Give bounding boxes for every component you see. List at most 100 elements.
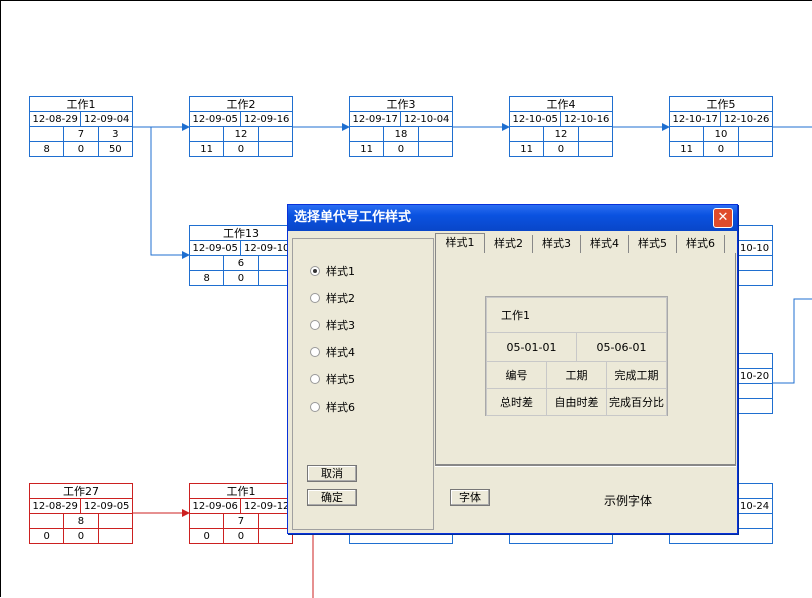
node-end: 12-09-16 — [240, 111, 293, 127]
radio-icon — [310, 347, 320, 357]
node-total-float: 11 — [188, 141, 225, 157]
node-percent — [257, 141, 294, 157]
node-cell — [348, 126, 385, 142]
radio-icon — [310, 320, 320, 330]
dialog-titlebar[interactable]: 选择单代号工作样式 ✕ — [288, 205, 737, 231]
node-cell — [97, 513, 134, 529]
node-free-float: 0 — [63, 141, 99, 157]
close-icon: ✕ — [717, 210, 729, 225]
radio-label: 样式2 — [326, 292, 355, 305]
node-cell — [257, 126, 294, 142]
tab-style-2[interactable]: 样式2 — [485, 235, 533, 253]
node-duration: 12 — [543, 126, 579, 142]
node-free-float: 0 — [703, 141, 739, 157]
preview-f1: 总时差 — [486, 388, 547, 416]
style-radio-panel: 样式1 样式2 样式3 样式4 样式5 样式6 取消 确定 — [292, 238, 434, 530]
tab-style-3[interactable]: 样式3 — [533, 235, 581, 253]
radio-style-5[interactable]: 样式5 — [310, 373, 355, 387]
node-start: 12-10-17 — [668, 111, 722, 127]
node-start: 12-09-17 — [348, 111, 402, 127]
node-end: 12-10-04 — [400, 111, 453, 127]
radio-style-4[interactable]: 样式4 — [310, 346, 355, 360]
font-separator — [435, 465, 736, 467]
node-end: 12-10-26 — [720, 111, 773, 127]
node-duration: 8 — [63, 513, 99, 529]
node-start: 12-10-05 — [508, 111, 562, 127]
font-button[interactable]: 字体 — [450, 489, 490, 506]
node-end: 12-09-12 — [240, 498, 293, 514]
radio-style-1[interactable]: 样式1 — [310, 265, 355, 279]
preview-start: 05-01-01 — [486, 332, 577, 362]
node-cell — [417, 126, 454, 142]
node-cell — [668, 126, 705, 142]
node-duration: 18 — [383, 126, 419, 142]
node-free-float: 0 — [543, 141, 579, 157]
node-start: 12-08-29 — [28, 111, 82, 127]
node-cell — [28, 126, 65, 142]
node-title: 工作1 — [189, 483, 293, 499]
node-total-float: 0 — [28, 528, 65, 544]
tab-style-1[interactable]: 样式1 — [435, 233, 485, 253]
link-n1-n13 — [133, 126, 190, 259]
node-cell — [28, 513, 65, 529]
radio-icon — [310, 402, 320, 412]
node-title: 工作27 — [29, 483, 133, 499]
node-total-float: 8 — [188, 270, 225, 286]
node-cell — [577, 126, 614, 142]
node-percent — [257, 528, 294, 544]
node-duration: 12 — [223, 126, 259, 142]
node-total-float: 8 — [28, 141, 65, 157]
node-title: 工作5 — [669, 96, 773, 112]
preview-f3: 完成百分比 — [606, 388, 667, 416]
ok-button[interactable]: 确定 — [307, 489, 357, 506]
radio-icon — [310, 293, 320, 303]
radio-style-6[interactable]: 样式6 — [310, 401, 355, 415]
node-cell — [508, 126, 545, 142]
node-end: 12-09-04 — [80, 111, 133, 127]
node-start: 12-08-29 — [28, 498, 82, 514]
sample-font-text: 示例字体 — [604, 494, 653, 508]
tab-style-6[interactable]: 样式6 — [677, 235, 725, 253]
radio-label: 样式3 — [326, 319, 355, 332]
tab-style-4[interactable]: 样式4 — [581, 235, 629, 253]
tab-style-5[interactable]: 样式5 — [629, 235, 677, 253]
node-free-float: 0 — [223, 141, 259, 157]
node-total-float: 0 — [188, 528, 225, 544]
node-title: 工作2 — [189, 96, 293, 112]
preview-h1: 编号 — [486, 361, 547, 389]
node-cell — [188, 126, 225, 142]
node-cell — [188, 513, 225, 529]
radio-label: 样式5 — [326, 373, 355, 386]
node-duration: 7 — [63, 126, 99, 142]
style-tabs: 样式1 样式2 样式3 样式4 样式5 样式6 — [435, 233, 735, 253]
radio-style-2[interactable]: 样式2 — [310, 292, 355, 306]
node-cell: 3 — [97, 126, 134, 142]
radio-label: 样式4 — [326, 346, 355, 359]
node-start: 12-09-05 — [188, 240, 242, 256]
node-total-float: 11 — [668, 141, 705, 157]
node-start: 12-09-06 — [188, 498, 242, 514]
radio-style-3[interactable]: 样式3 — [310, 319, 355, 333]
cancel-button[interactable]: 取消 — [307, 465, 357, 482]
node-cell — [188, 255, 225, 271]
node-free-float: 0 — [223, 528, 259, 544]
style-dialog: 选择单代号工作样式 ✕ 样式1 样式2 样式3 样式4 样式5 样式6 取消 确… — [287, 204, 738, 534]
node-percent — [97, 528, 134, 544]
preview-f2: 自由时差 — [546, 388, 607, 416]
node-end: 12-09-10 — [240, 240, 293, 256]
node-title: 工作3 — [349, 96, 453, 112]
node-percent: 50 — [97, 141, 134, 157]
preview-h2: 工期 — [546, 361, 607, 389]
node-title: 工作4 — [509, 96, 613, 112]
node-percent — [577, 141, 614, 157]
close-button[interactable]: ✕ — [713, 208, 733, 228]
